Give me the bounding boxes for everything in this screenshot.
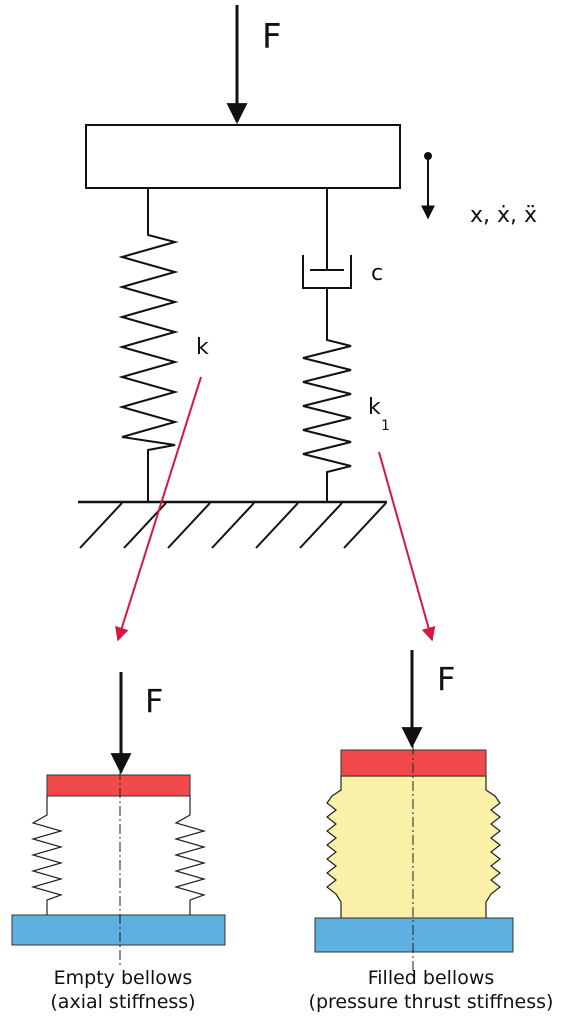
empty-bellows-right-wall — [173, 796, 207, 915]
empty-caption-line2: (axial stiffness) — [50, 991, 195, 1013]
motion-indicator-dot — [424, 152, 432, 160]
spring-k-label: k — [196, 335, 209, 360]
red-arrow-k1-to-filled — [378, 451, 436, 642]
filled-base — [314, 917, 514, 953]
empty-caption-line1: Empty bellows — [54, 967, 193, 989]
spring-k1-subscript: 1 — [381, 418, 390, 434]
empty-base — [11, 914, 226, 946]
motion-label: x, ẋ, ẍ — [470, 203, 537, 228]
spring-k1-label: k — [368, 395, 381, 420]
empty-force-label: F — [145, 682, 163, 720]
spring-k — [118, 188, 179, 502]
filled-caption-line2: (pressure thrust stiffness) — [309, 991, 554, 1013]
filled-caption-line1: Filled bellows — [368, 967, 495, 989]
spring-k1 — [302, 288, 352, 502]
damper-label: c — [371, 261, 383, 286]
empty-top-plate — [46, 774, 191, 797]
red-arrow-k-to-empty — [115, 376, 202, 642]
top-force-label: F — [262, 17, 282, 57]
filled-force-label: F — [437, 660, 455, 698]
mass-block — [85, 124, 401, 189]
ground-hatching — [79, 502, 387, 549]
empty-bellows-left-wall — [30, 796, 64, 915]
